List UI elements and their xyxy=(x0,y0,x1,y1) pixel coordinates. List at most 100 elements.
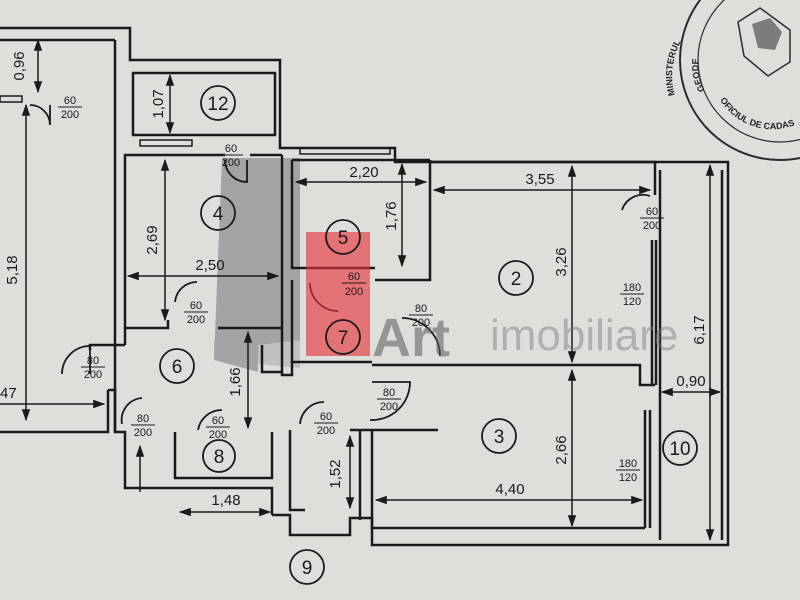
door-swing-a xyxy=(29,104,51,126)
dim-47: 47 xyxy=(0,385,17,402)
svg-text:60: 60 xyxy=(212,415,224,427)
svg-text:200: 200 xyxy=(345,286,363,298)
svg-text:200: 200 xyxy=(643,220,661,232)
door-swing-c xyxy=(174,281,198,303)
door-swing-g xyxy=(61,345,91,375)
stamp-text-2: GEODE xyxy=(690,58,707,94)
dim-166: 1,66 xyxy=(227,367,244,396)
dim-220: 2,20 xyxy=(349,164,378,181)
svg-text:200: 200 xyxy=(380,401,398,413)
wall-outer-top xyxy=(0,26,730,547)
dim-440: 4,40 xyxy=(495,481,524,498)
svg-text:120: 120 xyxy=(623,296,641,308)
wall-room-8 xyxy=(173,432,274,480)
stamp-emblem-detail xyxy=(752,18,782,50)
room-label-10: 10 xyxy=(669,439,690,460)
svg-text:200: 200 xyxy=(84,369,102,381)
dim-090: 0,90 xyxy=(676,373,705,390)
door-label-j: 60 200 xyxy=(206,415,230,441)
stamp-emblem-icon xyxy=(737,7,791,77)
door-label-l: 180 120 xyxy=(620,282,644,308)
dim-096: 0,96 xyxy=(11,51,28,80)
scan-shadow-lower xyxy=(214,330,300,368)
room-circles xyxy=(159,85,698,585)
dim-176: 1,76 xyxy=(383,201,400,230)
svg-text:60: 60 xyxy=(225,143,237,155)
svg-text:80: 80 xyxy=(87,355,99,367)
stamp-text-3-label: OFICIUL DE CADASTRU xyxy=(0,0,796,131)
dim-148: 1,48 xyxy=(211,492,240,509)
window-left xyxy=(0,95,23,103)
door-swing-b xyxy=(224,159,248,183)
room-circle-6 xyxy=(159,348,195,384)
svg-text:60: 60 xyxy=(646,206,658,218)
window-top-4 xyxy=(139,139,193,147)
room-label-2: 2 xyxy=(511,269,522,290)
svg-text:200: 200 xyxy=(317,425,335,437)
room-circle-10 xyxy=(662,430,698,466)
window-top-5 xyxy=(299,147,391,155)
dim-269: 2,69 xyxy=(144,225,161,254)
room-label-5: 5 xyxy=(338,228,349,249)
svg-text:80: 80 xyxy=(137,413,149,425)
room-circle-7 xyxy=(325,319,361,355)
room-circle-2 xyxy=(498,260,534,296)
wall-room-12 xyxy=(131,71,277,137)
svg-text:200: 200 xyxy=(412,317,430,329)
door-label-g: 80 200 xyxy=(81,355,105,381)
room-labels: 12 4 5 2 7 6 3 8 10 9 xyxy=(172,94,691,579)
dim-266: 2,66 xyxy=(553,435,570,464)
room-label-9: 9 xyxy=(302,558,313,579)
room-circle-5 xyxy=(325,219,361,255)
door-label-m: 180 120 xyxy=(616,458,640,484)
svg-text:120: 120 xyxy=(619,472,637,484)
room-label-6: 6 xyxy=(172,357,183,378)
svg-text:60: 60 xyxy=(64,95,76,107)
stamp-outer-ring xyxy=(679,0,800,161)
door-swing-e xyxy=(401,317,441,357)
room-circle-9 xyxy=(289,549,325,585)
watermark-suffix: imobiliare xyxy=(490,311,678,360)
room-label-8: 8 xyxy=(214,447,225,468)
door-swings xyxy=(29,104,651,431)
room-label-7: 7 xyxy=(338,328,349,349)
dim-152: 1,52 xyxy=(327,459,344,488)
svg-text:180: 180 xyxy=(623,282,641,294)
room-circle-3 xyxy=(481,418,517,454)
door-label-k: 60 200 xyxy=(314,411,338,437)
dimension-labels: 0,96 1,07 5,18 47 2,69 2,50 2,20 1,76 3,… xyxy=(0,51,708,509)
svg-text:80: 80 xyxy=(383,387,395,399)
door-swing-i xyxy=(120,397,143,425)
wall-room-9 xyxy=(288,430,305,512)
door-swing-f xyxy=(621,193,651,211)
svg-text:60: 60 xyxy=(190,300,202,312)
wall-stub xyxy=(260,345,282,374)
wall-outer-left-bottom xyxy=(0,390,110,434)
dimension-lines xyxy=(0,38,722,542)
dim-250: 2,50 xyxy=(195,257,224,274)
door-label-a: 60 200 xyxy=(58,95,82,121)
svg-text:200: 200 xyxy=(222,157,240,169)
wall-stub-2 xyxy=(280,360,294,377)
wall-divider-2-3 xyxy=(372,363,655,387)
door-label-h: 80 200 xyxy=(377,387,401,413)
door-label-e: 80 200 xyxy=(409,303,433,329)
svg-text:200: 200 xyxy=(134,427,152,439)
door-label-c: 60 200 xyxy=(184,300,208,326)
stamp-inner-ring xyxy=(697,0,800,143)
wall-room-3 xyxy=(370,430,645,530)
windows xyxy=(0,95,391,155)
door-swing-h xyxy=(369,381,411,421)
dim-355: 3,55 xyxy=(525,171,554,188)
wall-room-4 xyxy=(123,153,225,345)
dim-518: 5,18 xyxy=(4,255,21,284)
wall-hall-left xyxy=(88,343,125,350)
dim-326: 3,26 xyxy=(553,247,570,276)
wall-room-5-right xyxy=(375,160,432,282)
door-swing-k xyxy=(299,401,325,425)
room-label-3: 3 xyxy=(494,427,505,448)
svg-text:60: 60 xyxy=(320,411,332,423)
walls xyxy=(0,26,730,547)
wall-room-2 xyxy=(430,160,657,195)
